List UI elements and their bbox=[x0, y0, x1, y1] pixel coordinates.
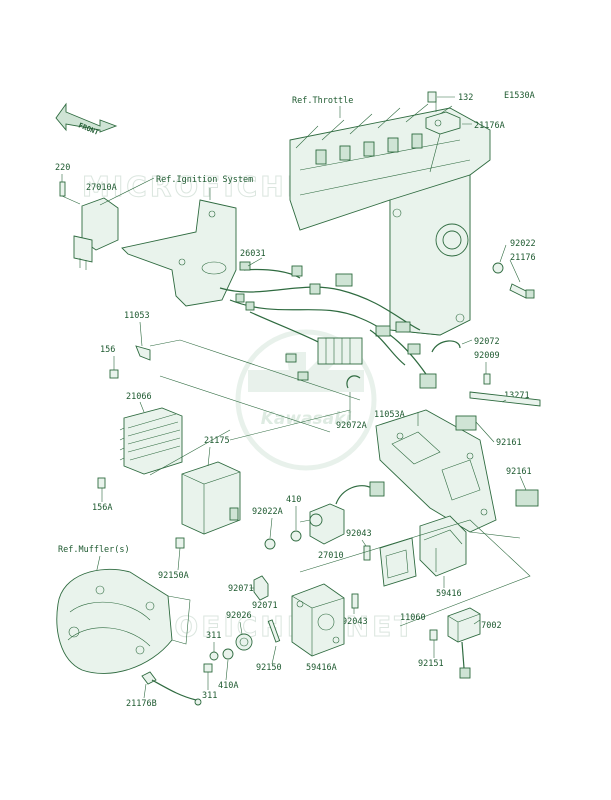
cushion-92161-b bbox=[515, 489, 539, 507]
clamp-92072A bbox=[346, 375, 361, 389]
label-311-b: 311 bbox=[202, 691, 217, 701]
label-92071: 92071 bbox=[252, 601, 278, 611]
label-410: 410 bbox=[286, 495, 301, 505]
label-92022: 92022 bbox=[510, 239, 536, 249]
logo-text: Kawasaki bbox=[261, 409, 353, 429]
sensor-21176 bbox=[509, 283, 535, 299]
ref-throttle: Ref.Throttle bbox=[292, 96, 353, 106]
oring-410 bbox=[290, 530, 302, 542]
bracket-ignition bbox=[121, 199, 237, 307]
label-92161-a: 92161 bbox=[496, 438, 522, 448]
ref-muffler: Ref.Muffler(s) bbox=[58, 545, 130, 555]
label-92043-b: 92043 bbox=[342, 617, 368, 627]
watermark: MICROFICHES.NET MICROFICHES.NET Kawasaki bbox=[82, 170, 414, 644]
ecu-21175 bbox=[181, 461, 241, 535]
sensor-21176B bbox=[141, 671, 202, 706]
bolt-92150 bbox=[267, 619, 281, 643]
label-59416: 59416 bbox=[436, 589, 462, 599]
bolt-92150A bbox=[175, 537, 185, 549]
label-27010: 27010 bbox=[318, 551, 344, 561]
relay-27002 bbox=[447, 607, 481, 679]
regulator-21066 bbox=[119, 407, 183, 475]
relay-27010A bbox=[73, 197, 119, 270]
oring-92022 bbox=[492, 262, 504, 274]
label-27010A: 27010A bbox=[86, 183, 117, 193]
label-92072: 92072 bbox=[474, 337, 500, 347]
label-11053: 11053 bbox=[124, 311, 150, 321]
front-arrow-icon: FRONT bbox=[55, 102, 118, 137]
screw-92009 bbox=[483, 373, 491, 385]
collar-92043-b bbox=[351, 593, 359, 609]
label-26031: 26031 bbox=[240, 249, 266, 259]
label-132: 132 bbox=[458, 93, 473, 103]
plate-11053A bbox=[375, 409, 497, 533]
label-92009: 92009 bbox=[474, 351, 500, 361]
solenoid-27010 bbox=[299, 481, 385, 545]
cushion-92161-a bbox=[455, 415, 477, 431]
label-21176: 21176 bbox=[510, 253, 536, 263]
label-92043-a: 92043 bbox=[346, 529, 372, 539]
label-92150A: 92150A bbox=[158, 571, 189, 581]
label-13271: 13271 bbox=[504, 391, 530, 401]
nut-311-b bbox=[203, 663, 213, 673]
label-11053A: 11053A bbox=[374, 410, 405, 420]
screw-92151 bbox=[429, 629, 438, 641]
bar-13271 bbox=[469, 391, 541, 407]
label-21066: 21066 bbox=[126, 392, 152, 402]
clamp-92072 bbox=[431, 340, 461, 353]
label-11060: 11060 bbox=[400, 613, 426, 623]
washer-410A bbox=[222, 648, 234, 660]
throttle-body bbox=[289, 103, 491, 336]
ref-ignition: Ref.Ignition System bbox=[156, 175, 253, 185]
front-arrow-label: FRONT bbox=[77, 121, 100, 136]
muffler-cover bbox=[56, 568, 191, 674]
label-92150: 92150 bbox=[256, 663, 282, 673]
label-92072A: 92072A bbox=[336, 421, 367, 431]
throttle-sensor bbox=[425, 91, 461, 173]
label-21176A: 21176A bbox=[474, 121, 505, 131]
label-220: 220 bbox=[55, 163, 70, 173]
ring-92026 bbox=[235, 633, 253, 651]
washer-92022A bbox=[264, 538, 276, 550]
gasket-frame bbox=[379, 537, 417, 587]
oring-311-a bbox=[209, 651, 219, 661]
label-59416A: 59416A bbox=[306, 663, 337, 673]
bracket-11053 bbox=[135, 345, 151, 361]
bolt-156A bbox=[97, 477, 106, 489]
label-92151: 92151 bbox=[418, 659, 444, 669]
diagram-code: E1530A bbox=[504, 91, 535, 101]
label-92022A: 92022A bbox=[252, 507, 283, 517]
bolt-156 bbox=[109, 369, 119, 379]
bolt-220 bbox=[59, 181, 66, 197]
label-21175: 21175 bbox=[204, 436, 230, 446]
label-92026: 92026 bbox=[226, 611, 252, 621]
label-156A: 156A bbox=[92, 503, 112, 513]
label-21176B: 21176B bbox=[126, 699, 157, 709]
wiring-harness-26031 bbox=[219, 261, 437, 389]
label-410A: 410A bbox=[218, 681, 238, 691]
collar-92043-a bbox=[363, 545, 371, 561]
label-27002: 27002 bbox=[476, 621, 502, 631]
label-156: 156 bbox=[100, 345, 115, 355]
cover-59416 bbox=[419, 515, 467, 577]
housing-59416A bbox=[291, 583, 345, 657]
label-92071A: 92071A bbox=[228, 584, 259, 594]
nut-92071A bbox=[253, 575, 269, 601]
label-92161-b: 92161 bbox=[506, 467, 532, 477]
label-311-a: 311 bbox=[206, 631, 221, 641]
